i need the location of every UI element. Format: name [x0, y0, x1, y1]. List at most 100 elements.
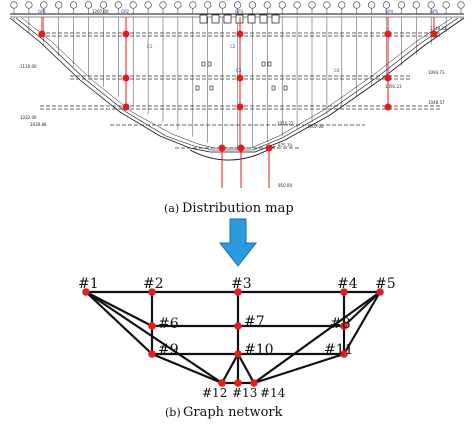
- graph-node-label: #9: [158, 342, 179, 358]
- graph-node: [250, 379, 258, 387]
- caption-tag: (b): [165, 406, 181, 419]
- gallery-openings: [195, 61, 288, 91]
- column-marker: [427, 1, 435, 9]
- sensor-tags: C1 C2 C3 C4: [147, 44, 340, 73]
- graph-node: [340, 350, 348, 358]
- column-marker: [293, 1, 301, 9]
- station-label: GP5: [430, 9, 439, 14]
- graph-node-label: #6: [158, 316, 179, 332]
- column-marker: [248, 1, 256, 9]
- station-labels: GP1 GP2 GP3 GP4 GP5: [38, 9, 439, 14]
- caption-text: Graph network: [183, 405, 283, 420]
- graph-node-label: #13: [232, 386, 257, 400]
- column-marker: [219, 1, 227, 9]
- instrument-lines: [41, 17, 435, 188]
- graph-edge: [237, 353, 255, 384]
- elevation-label: 1110.00: [20, 64, 37, 69]
- caption-tag: (a): [164, 202, 179, 215]
- graph-node-label: #1: [78, 276, 99, 292]
- sensor-tag: C2: [230, 44, 236, 49]
- column-marker: [397, 1, 406, 9]
- column-markers: [10, 1, 465, 14]
- down-arrow: [218, 218, 258, 267]
- column-marker: [233, 1, 242, 9]
- graph-edge: [85, 291, 153, 355]
- column-marker: [323, 1, 331, 9]
- elevation-label: 1007.00: [307, 124, 324, 129]
- graph-node-label: #7: [244, 314, 265, 330]
- column-marker: [353, 1, 361, 9]
- graph-node-label: #3: [231, 276, 252, 292]
- sensor-tag: C4: [334, 68, 340, 73]
- elevation-label: 1093.73: [428, 70, 445, 75]
- graph-node: [234, 288, 242, 296]
- graph-node-label: #2: [143, 276, 164, 292]
- elevation-label: 1032.00: [20, 115, 37, 120]
- column-marker: [25, 1, 33, 9]
- sensor-tag: C1: [147, 44, 153, 49]
- column-lines: [13, 17, 462, 150]
- elevation-callouts: 1149.22 1110.00 1093.73 1091.23 1048.57 …: [20, 26, 447, 188]
- graph-node: [234, 379, 242, 387]
- instrument-points: [38, 30, 438, 152]
- column-marker: [174, 1, 182, 9]
- graph-node: [82, 288, 90, 296]
- column-marker: [263, 1, 271, 9]
- station-label: GP4: [385, 9, 394, 14]
- graph-edge: [85, 291, 153, 327]
- column-marker: [412, 1, 420, 9]
- elevation-label: 1149.22: [430, 26, 447, 31]
- column-marker: [204, 1, 212, 9]
- graph-node: [340, 322, 348, 330]
- column-marker: [10, 1, 18, 9]
- valley-outline: [9, 17, 465, 161]
- graph-node: [148, 322, 156, 330]
- graph-edge: [253, 352, 345, 385]
- graph-edge: [85, 291, 223, 384]
- graph-node: [234, 350, 242, 358]
- station-label: GP3: [235, 9, 244, 14]
- column-marker: [189, 1, 197, 9]
- caption-b: (b) Graph network: [165, 405, 283, 420]
- elevation-label: 975.70: [278, 143, 292, 148]
- graph-edge: [343, 291, 381, 355]
- graph-node: [340, 288, 348, 296]
- caption-a: (a) Distribution map: [164, 201, 294, 216]
- sensor-tag: C3: [236, 68, 242, 73]
- graph-node-label: #12: [202, 386, 227, 400]
- column-marker: [457, 1, 465, 9]
- caption-text: Distribution map: [182, 201, 294, 216]
- graph-network: #1#2#3#4#5#6#7#8#9#10#11#12#13#14: [78, 276, 396, 400]
- column-marker: [159, 1, 167, 9]
- elevation-label: 1091.23: [385, 84, 402, 89]
- distribution-map: 1207.00: [9, 1, 465, 188]
- graph-edge: [253, 291, 381, 384]
- graph-node: [148, 288, 156, 296]
- graph-node-label: #5: [375, 276, 396, 292]
- column-marker: [129, 1, 137, 9]
- graph-node-label: #14: [260, 386, 286, 400]
- column-marker: [442, 1, 450, 9]
- column-marker: [338, 1, 346, 9]
- graph-node: [234, 322, 242, 330]
- column-marker: [368, 1, 376, 9]
- graph-edge: [151, 352, 223, 385]
- station-label: GP1: [38, 9, 47, 14]
- column-marker: [278, 1, 286, 9]
- station-label: GP2: [121, 9, 130, 14]
- elevation-label: 950.00: [278, 183, 292, 188]
- graph-node-label: #4: [337, 276, 358, 292]
- column-marker: [55, 1, 63, 9]
- graph-node: [148, 350, 156, 358]
- column-marker: [308, 1, 316, 9]
- column-marker: [382, 1, 391, 9]
- column-marker: [84, 1, 93, 9]
- column-marker: [40, 1, 48, 9]
- elevation-label: 1048.57: [428, 100, 445, 105]
- graph-node-label: #11: [324, 342, 354, 358]
- elevation-label: 1010.22: [277, 121, 294, 126]
- column-marker: [144, 1, 152, 9]
- graph-node: [376, 288, 384, 296]
- elevation-label: 1030.88: [30, 122, 47, 127]
